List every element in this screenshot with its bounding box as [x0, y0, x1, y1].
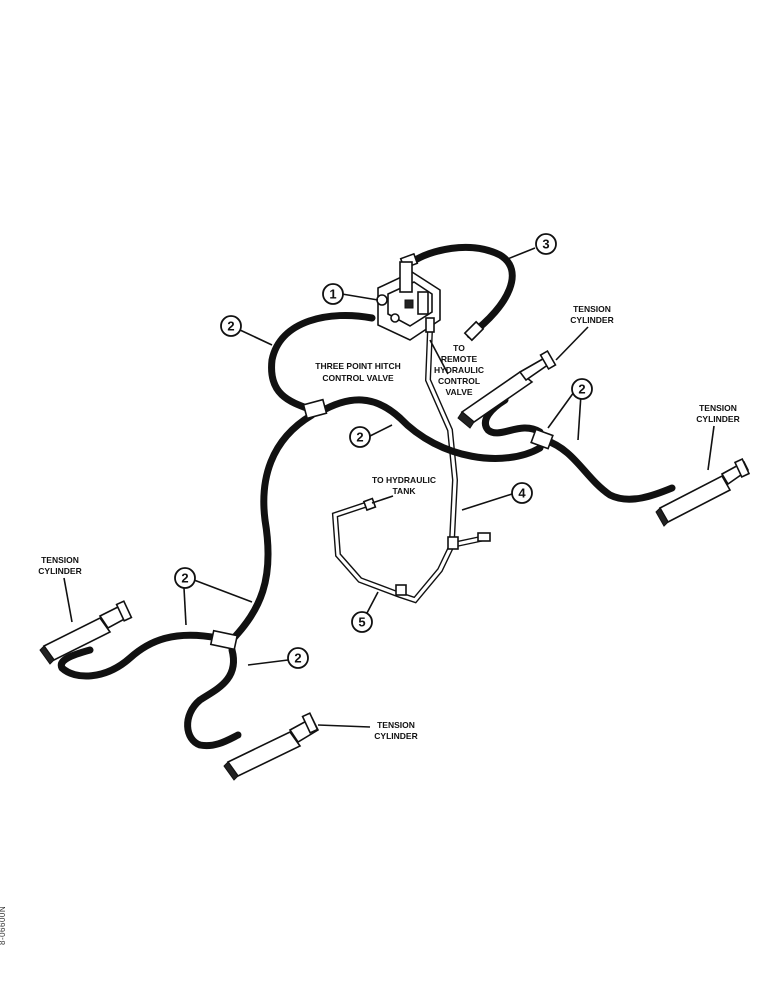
svg-text:CYLINDER: CYLINDER: [38, 566, 81, 576]
tension-cylinder-top: [457, 349, 557, 429]
control-valve: [376, 261, 441, 341]
svg-text:VALVE: VALVE: [445, 387, 472, 397]
callout-2-center: 2: [349, 426, 371, 448]
callout-2-lower-left: 2: [174, 567, 196, 589]
label-control-valve: THREE POINT HITCH CONTROL VALVE: [315, 361, 400, 383]
svg-text:TO HYDRAULIC: TO HYDRAULIC: [372, 475, 436, 485]
svg-text:2: 2: [181, 571, 188, 586]
hose-fittings: [209, 252, 554, 651]
callout-4: 4: [511, 482, 533, 504]
document-id: 8-06600N: [0, 905, 7, 945]
callout-2-right: 2: [571, 378, 593, 400]
svg-text:REMOTE: REMOTE: [441, 354, 478, 364]
svg-text:2: 2: [294, 651, 301, 666]
label-tension-cylinder-left: TENSION CYLINDER: [38, 555, 81, 576]
label-hydraulic-tank: TO HYDRAULIC TANK: [372, 475, 436, 496]
label-remote-valve: TO REMOTE HYDRAULIC CONTROL VALVE: [434, 343, 484, 397]
hoses: [57, 244, 676, 750]
leader-lines: [63, 247, 715, 728]
svg-text:TENSION: TENSION: [41, 555, 79, 565]
svg-text:HYDRAULIC: HYDRAULIC: [434, 365, 484, 375]
svg-text:2: 2: [578, 382, 585, 397]
callout-3: 3: [535, 233, 557, 255]
svg-text:5: 5: [358, 615, 365, 630]
label-tension-cylinder-right: TENSION CYLINDER: [696, 403, 739, 424]
svg-text:3: 3: [542, 237, 549, 252]
svg-text:TO: TO: [453, 343, 465, 353]
svg-text:2: 2: [356, 430, 363, 445]
label-tension-cylinder-top: TENSION CYLINDER: [570, 304, 613, 325]
callout-1: 1: [322, 283, 344, 305]
tension-cylinder-bottom: [223, 712, 320, 781]
callout-5: 5: [351, 611, 373, 633]
tension-cylinder-left: [39, 600, 133, 665]
callout-2-lower: 2: [287, 647, 309, 669]
svg-text:TANK: TANK: [393, 486, 417, 496]
callout-2-upper-left: 2: [220, 315, 242, 337]
svg-text:THREE POINT HITCH: THREE POINT HITCH: [315, 361, 400, 371]
tension-cylinder-right: [655, 457, 751, 527]
svg-text:2: 2: [227, 319, 234, 334]
svg-text:CONTROL: CONTROL: [438, 376, 480, 386]
svg-text:CYLINDER: CYLINDER: [696, 414, 739, 424]
svg-text:CONTROL VALVE: CONTROL VALVE: [322, 373, 394, 383]
label-tension-cylinder-bottom: TENSION CYLINDER: [374, 720, 417, 741]
svg-text:1: 1: [329, 287, 336, 302]
svg-text:TENSION: TENSION: [573, 304, 611, 314]
tank-return-tube: [331, 327, 491, 604]
svg-text:CYLINDER: CYLINDER: [570, 315, 613, 325]
svg-text:4: 4: [518, 486, 526, 501]
svg-text:TENSION: TENSION: [377, 720, 415, 730]
svg-text:CYLINDER: CYLINDER: [374, 731, 417, 741]
svg-text:TENSION: TENSION: [699, 403, 737, 413]
